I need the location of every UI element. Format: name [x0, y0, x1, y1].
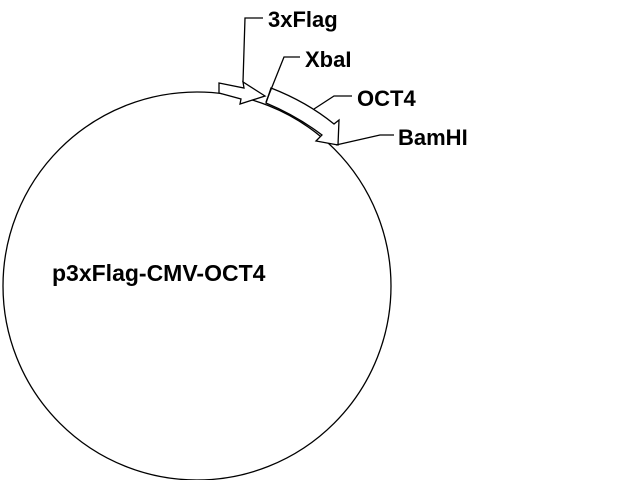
insert-arrow	[265, 87, 340, 146]
flag-tag-arrow	[218, 80, 267, 105]
flag-tag-leader	[242, 17, 263, 83]
site-1-leader	[265, 56, 300, 103]
flag-tag-label: 3xFlag	[268, 7, 338, 32]
plasmid-backbone	[2, 91, 392, 480]
insert-label: OCT4	[357, 86, 416, 111]
plasmid-name: p3xFlag-CMV-OCT4	[52, 260, 266, 286]
insert-leader	[313, 95, 352, 110]
site-2-label: BamHI	[398, 125, 468, 150]
site-1-label: XbaI	[305, 47, 351, 72]
site-2-leader	[335, 134, 394, 146]
